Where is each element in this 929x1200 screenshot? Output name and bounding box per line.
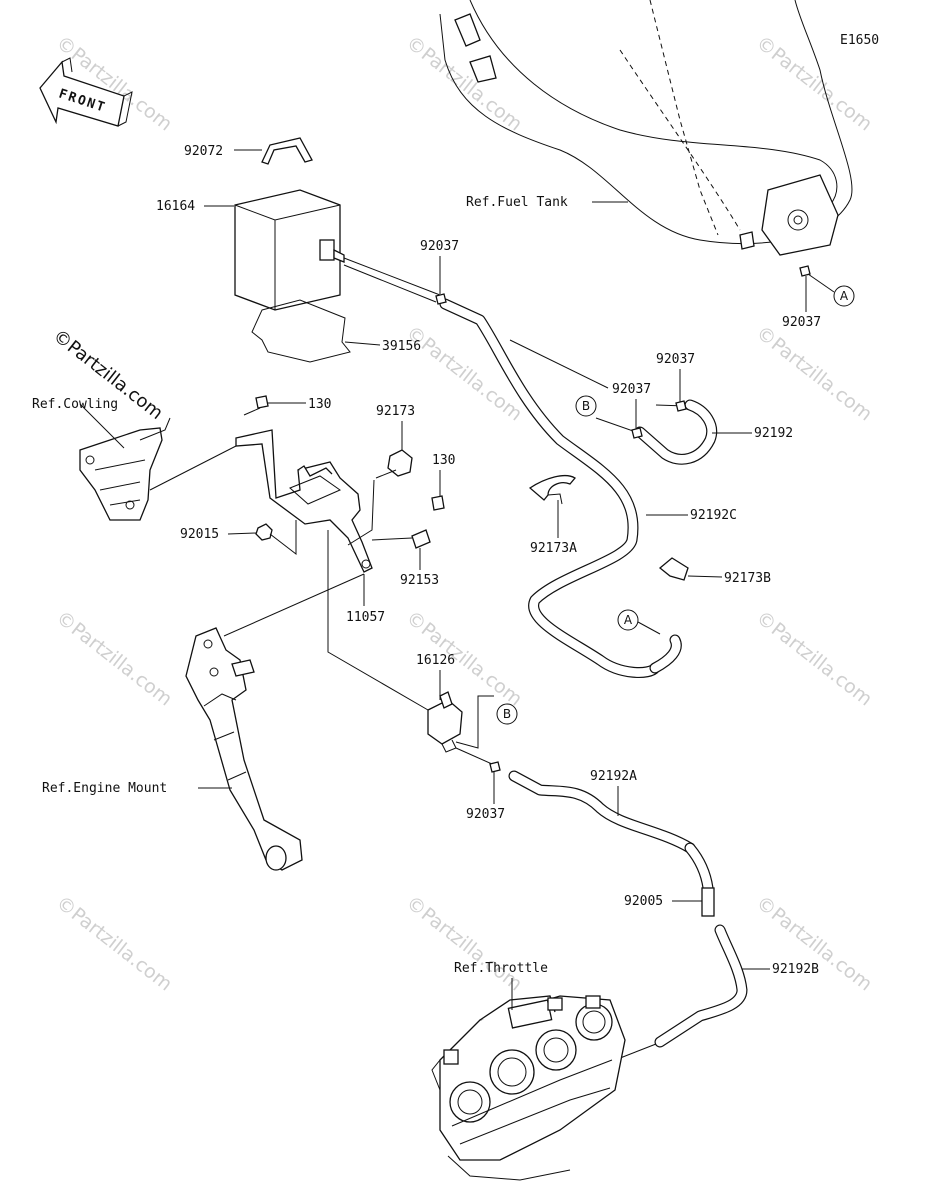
clamp-92072: [261, 137, 313, 165]
bracket-11057: [235, 429, 373, 573]
ref-fuel-tank-label: Ref.Fuel Tank: [466, 195, 568, 210]
valve-16126: [427, 691, 463, 753]
nut-92015: [255, 523, 273, 541]
watermark: ©Partzilla.com: [52, 607, 176, 711]
fuel-tank-outline: [439, 0, 853, 256]
bolt-92153: [411, 529, 431, 549]
callout-a-lower-label: A: [624, 613, 633, 627]
part-label-92173a: 92173A: [530, 541, 577, 556]
watermark: ©Partzilla.com: [752, 892, 876, 996]
cowling-stay: [79, 417, 171, 521]
front-arrow-icon: FRONT: [39, 57, 133, 127]
part-label-92037-canister: 92037: [420, 239, 459, 254]
part-label-92037-upper: 92037: [656, 352, 695, 367]
part-label-92173b: 92173B: [724, 571, 771, 586]
watermark: ©Partzilla.com: [402, 892, 526, 996]
part-label-92015: 92015: [180, 527, 219, 542]
ref-engine-mount-label: Ref.Engine Mount: [42, 781, 167, 796]
clamp-92037: [799, 265, 811, 277]
clamp-92037: [489, 761, 501, 773]
part-label-16164: 16164: [156, 199, 195, 214]
part-label-92072: 92072: [184, 144, 223, 159]
callout-b-upper: [575, 395, 597, 417]
joint-92005: [701, 887, 715, 917]
part-label-92192b: 92192B: [772, 962, 819, 977]
part-label-92037-lower: 92037: [466, 807, 505, 822]
part-label-92192: 92192: [754, 426, 793, 441]
hose-92192b: [654, 924, 748, 1048]
watermark: ©Partzilla.com: [402, 32, 526, 136]
part-label-130-b: 130: [432, 453, 455, 468]
bolt-130-b: [431, 495, 445, 511]
pad-39156: [251, 299, 351, 363]
callout-b-lower-label: B: [503, 707, 511, 721]
part-label-92192a: 92192A: [590, 769, 637, 784]
bolt-130-a: [255, 395, 269, 409]
clamp-92037: [631, 427, 643, 439]
part-label-92037-mid: 92037: [612, 382, 651, 397]
hose-92192c: [439, 298, 682, 678]
part-label-11057: 11057: [346, 610, 385, 625]
callout-a-upper: [833, 285, 855, 307]
part-label-16126: 16126: [416, 653, 455, 668]
engine-mount: [185, 627, 303, 871]
part-label-130-a: 130: [308, 397, 331, 412]
part-label-92192c: 92192C: [690, 508, 737, 523]
part-label-92173: 92173: [376, 404, 415, 419]
part-label-39156: 39156: [382, 339, 421, 354]
canister-16164: [234, 189, 345, 311]
clamp-92037: [675, 400, 687, 412]
hose-92192: [634, 399, 718, 465]
part-label-92005: 92005: [624, 894, 663, 909]
watermark: ©Partzilla.com: [52, 892, 176, 996]
watermark: ©Partzilla.com: [752, 322, 876, 426]
clamp-92037: [435, 293, 447, 305]
clip-92173b: [658, 557, 689, 581]
watermark-layer: ©Partzilla.com ©Partzilla.com ©Partzilla…: [52, 32, 876, 996]
callout-b-upper-label: B: [582, 399, 590, 413]
ref-cowling-label: Ref.Cowling: [32, 397, 118, 412]
clip-92173a: [528, 474, 576, 501]
callout-a-lower: [617, 609, 639, 631]
watermark: ©Partzilla.com: [752, 607, 876, 711]
throttle-body: [431, 995, 626, 1181]
hose-92192a: [455, 747, 714, 894]
part-label-92037-tank: 92037: [782, 315, 821, 330]
ref-throttle-label: Ref.Throttle: [454, 961, 548, 976]
callout-a-upper-label: A: [840, 289, 849, 303]
part-label-92153: 92153: [400, 573, 439, 588]
diagram-code: E1650: [840, 33, 879, 48]
callout-b-lower: [496, 703, 518, 725]
